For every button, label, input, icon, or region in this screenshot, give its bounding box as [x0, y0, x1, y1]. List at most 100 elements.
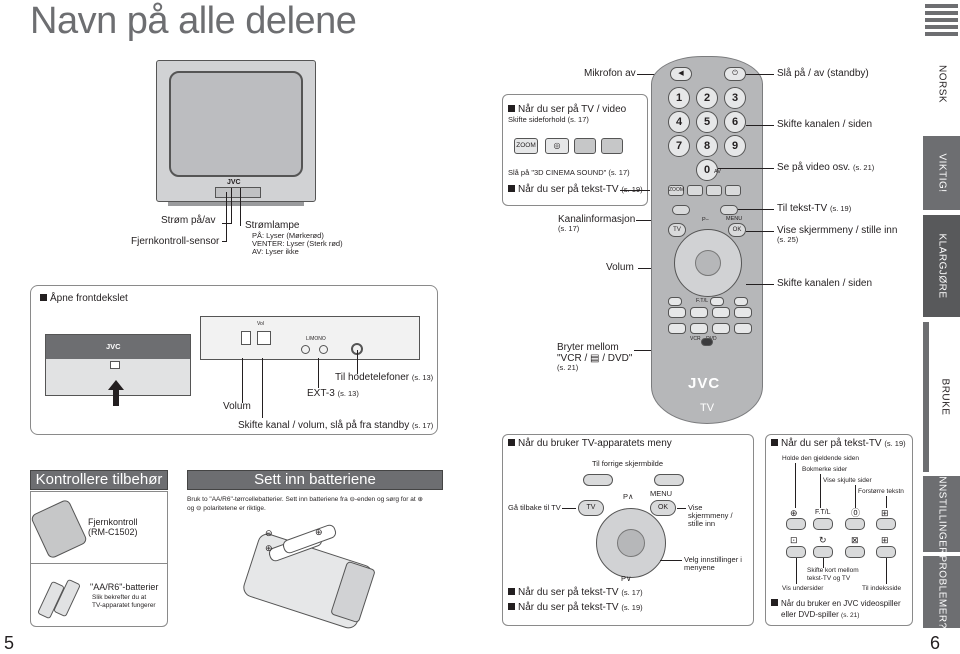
aspect-button[interactable]: ◎	[545, 138, 569, 154]
tt-ftl-button[interactable]	[813, 518, 833, 530]
teletext-button[interactable]	[720, 205, 738, 215]
lamp-off: AV: Lyser ikke	[252, 247, 299, 256]
tt-icon-row2: ⊞	[881, 535, 889, 545]
remote-color-button[interactable]	[706, 185, 722, 196]
ext3-label: EXT-3 (s. 13)	[307, 388, 359, 399]
plus-icon: ⊕	[315, 527, 323, 537]
remote-p-label: P–	[702, 217, 709, 223]
cinema-label: Slå på "3D CINEMA SOUND" (s. 17)	[508, 168, 630, 177]
menu-heading: Når du bruker TV-apparatets meny	[508, 438, 672, 450]
teletext-section-heading: Når du ser på tekst-TV (s. 19)	[771, 438, 906, 450]
batteries-text-1: Bruk to "AA/R6"-tørrcellebatterier. Sett…	[187, 496, 423, 503]
tt-btn[interactable]	[668, 307, 686, 318]
channel-info-ref: (s. 17)	[558, 224, 580, 233]
short-label: Skifte kort mellom	[807, 567, 859, 574]
batteries-text-2: og ⊖ polaritetene er riktige.	[187, 505, 266, 512]
mic-off-button[interactable]: ◀	[670, 67, 692, 81]
panel-logo: JVC	[106, 342, 121, 351]
front-open-label: Åpne frontdekslet	[40, 293, 128, 305]
tt-line-2: Når du ser på tekst-TV (s. 19)	[508, 602, 643, 614]
digit-7-button[interactable]: 7	[668, 135, 690, 157]
digit-1-button[interactable]: 1	[668, 87, 690, 109]
tt-btn[interactable]	[712, 307, 730, 318]
digit-9-button[interactable]: 9	[724, 135, 746, 157]
tab-innstillinger[interactable]: INNSTILLINGER	[923, 473, 960, 555]
tt-btn[interactable]	[734, 323, 752, 334]
tt-btn[interactable]	[690, 307, 708, 318]
teletext-callout: Til tekst-TV (s. 19)	[777, 203, 852, 214]
tab-bruke[interactable]: BRUKE	[923, 322, 960, 472]
tab-klargjore[interactable]: KLARGJØRE	[923, 215, 960, 317]
digit-4-button[interactable]: 4	[668, 111, 690, 133]
digit-0-button[interactable]: 0	[696, 159, 718, 181]
connector-panel: Vol L/MONO	[200, 316, 420, 360]
color-button[interactable]	[574, 138, 596, 154]
menu-label: MENU	[650, 489, 673, 498]
digit-3-button[interactable]: 3	[724, 87, 746, 109]
enlarge-label: Forstørre tekstn	[858, 488, 904, 495]
tt-forward-button[interactable]	[876, 518, 896, 530]
page-title: Navn på alle delene	[30, 0, 357, 42]
digit-8-button[interactable]: 8	[696, 135, 718, 157]
tab-viktig[interactable]: VIKTIG!	[923, 136, 960, 210]
tt-btn[interactable]	[668, 323, 686, 334]
tt-icon-row2: ⊡	[790, 535, 798, 545]
remote-control: ◀ ⏻ 1 2 3 4 5 6 7 8 9 0 AV ZOOM MENU P– …	[651, 56, 763, 424]
battery-label: "AA/R6"-batterier	[90, 582, 159, 592]
tt-hold-icon[interactable]: ⊕	[790, 508, 798, 518]
tt-reveal-button[interactable]	[845, 518, 865, 530]
select-label-2: menyene	[684, 563, 715, 572]
tt-icon-row2: ↻	[819, 535, 827, 545]
remote-menu-label: MENU	[726, 216, 743, 222]
teletext-heading: Når du ser på tekst-TV (s. 19)	[508, 184, 643, 196]
info-button[interactable]	[672, 205, 690, 215]
accessories-box	[30, 491, 168, 627]
show-label-3: stille inn	[688, 519, 716, 528]
tt-ftl-label[interactable]: F.T/L	[815, 509, 831, 516]
tt-hold-button[interactable]	[668, 297, 682, 306]
digit-5-button[interactable]: 5	[696, 111, 718, 133]
tt-button-menu[interactable]	[654, 474, 684, 486]
remote-zoom-button[interactable]: ZOOM	[668, 185, 684, 196]
tt-btn[interactable]	[712, 323, 730, 334]
switch-label: Bryter mellom	[557, 342, 619, 353]
tab-problemer[interactable]: PROBLEMER?	[923, 555, 960, 629]
tt-size-icon[interactable]: ⊞	[881, 508, 889, 518]
tt-up-button[interactable]	[786, 518, 806, 530]
panel-label-vol: Vol	[257, 321, 264, 327]
remote-color-button[interactable]	[725, 185, 741, 196]
channel-volume-label: Skifte kanal / volum, slå på fra standby…	[238, 420, 434, 431]
tt-help-button[interactable]	[710, 297, 724, 306]
remote-aspect-button[interactable]	[687, 185, 703, 196]
digit-2-button[interactable]: 2	[696, 87, 718, 109]
menu-p-plus: P∧	[623, 492, 634, 501]
remote-ok-button[interactable]: OK	[728, 223, 746, 237]
remote-label: Fjernkontroll	[88, 517, 138, 527]
back-label: Gå tilbake til TV	[508, 503, 561, 512]
menu-tv-button[interactable]: TV	[578, 500, 604, 516]
tt-sub-button[interactable]	[786, 546, 806, 558]
tt-btn[interactable]	[690, 323, 708, 334]
teletext-box	[765, 434, 913, 626]
remote-tv-button[interactable]: TV	[668, 223, 686, 237]
tt-mix-button[interactable]	[813, 546, 833, 558]
sidebar-norsk: NORSK	[923, 42, 960, 126]
nav-center	[695, 250, 721, 276]
tt-cancel-button[interactable]	[845, 546, 865, 558]
video-off-label: Se på video osv. (s. 21)	[777, 162, 875, 173]
vcr-dvd-switch[interactable]	[701, 338, 713, 346]
tv-front-panel	[215, 187, 261, 198]
zoom-button[interactable]: ZOOM	[514, 138, 538, 154]
tt-index-button[interactable]	[876, 546, 896, 558]
color-button[interactable]	[601, 138, 623, 154]
standby-button[interactable]: ⏻	[724, 67, 746, 81]
mic-label: Mikrofon av	[584, 68, 636, 79]
prev-button[interactable]	[583, 474, 613, 486]
tt-size-button[interactable]	[734, 297, 748, 306]
batteries-header: Sett inn batteriene	[187, 470, 443, 490]
bookmark-label: Bokmerke sider	[802, 466, 848, 473]
tt-help-icon[interactable]: ⓪	[851, 508, 861, 518]
menu-ok-button[interactable]: OK	[650, 500, 676, 516]
digit-6-button[interactable]: 6	[724, 111, 746, 133]
tt-btn[interactable]	[734, 307, 752, 318]
